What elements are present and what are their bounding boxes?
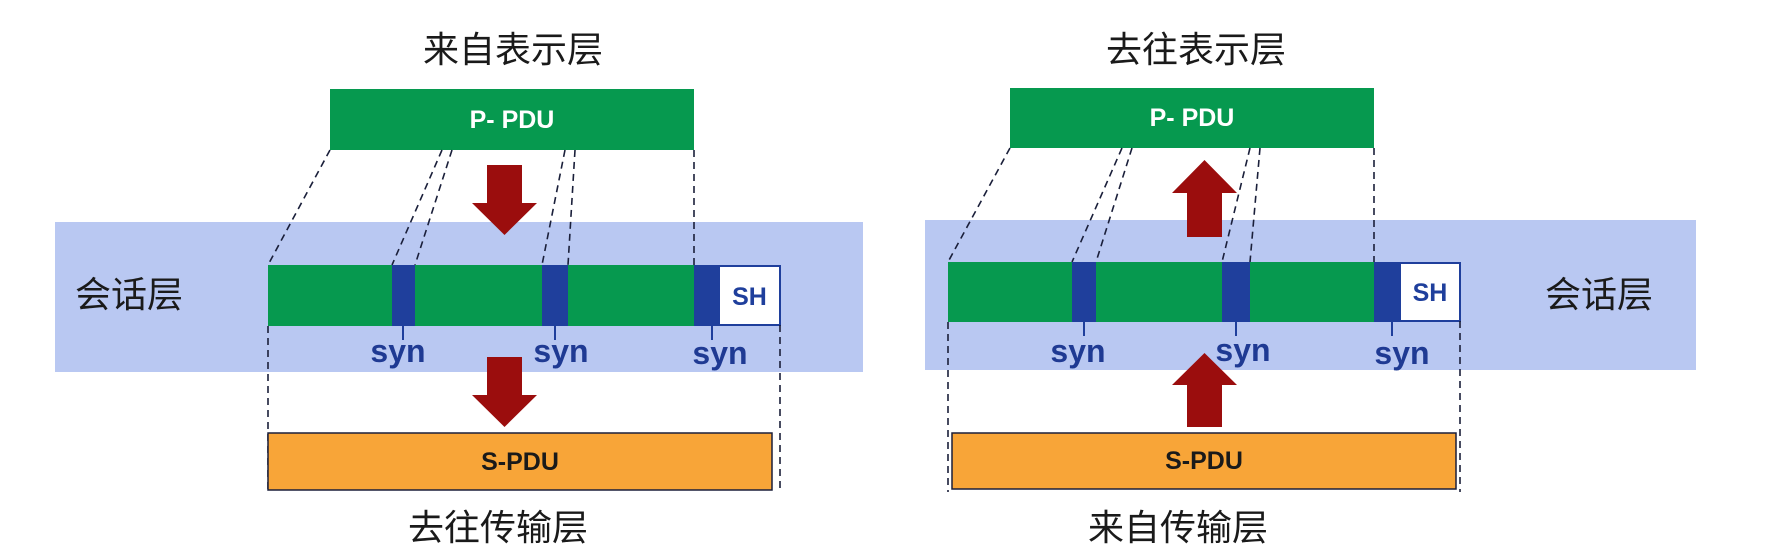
right-syn-label: syn — [1215, 332, 1270, 368]
left-syn-label: syn — [692, 335, 747, 371]
right-spdu-label: S-PDU — [1165, 447, 1243, 475]
right-map-line — [1095, 147, 1133, 263]
left-ppdu-box — [330, 89, 694, 150]
left-layer-label: 会话层 — [75, 275, 183, 316]
right-sync-point — [1222, 262, 1250, 322]
left-ppdu-label: P- PDU — [470, 106, 555, 134]
right-layer-label: 会话层 — [1545, 275, 1653, 316]
left-down-arrow-upper — [472, 165, 537, 235]
left-bottom-caption: 去往传输层 — [408, 508, 588, 549]
left-map-line — [414, 149, 453, 266]
right-data-segment — [1250, 262, 1374, 322]
left-sync-point — [542, 265, 568, 326]
right-ppdu-label: P- PDU — [1150, 104, 1235, 132]
right-sync-point — [1072, 262, 1096, 322]
left-data-segment — [568, 265, 694, 326]
right-sh-box — [1399, 262, 1461, 322]
left-map-line — [391, 149, 443, 266]
left-spdu-box — [267, 432, 773, 491]
right-syn-label: syn — [1050, 333, 1105, 369]
left-down-arrow-lower — [472, 357, 537, 427]
right-sh-label: SH — [1413, 279, 1448, 307]
left-syn-label: syn — [533, 333, 588, 369]
right-sync-point — [1374, 262, 1400, 322]
right-map-line — [947, 147, 1011, 263]
left-data-segment — [268, 265, 392, 326]
right-data-segment — [948, 262, 1072, 322]
left-sh-label: SH — [732, 283, 767, 311]
left-sync-point — [694, 265, 719, 326]
right-up-arrow-upper — [1172, 160, 1237, 237]
right-top-caption: 去往表示层 — [1106, 30, 1286, 71]
left-sync-point — [392, 265, 415, 326]
right-syn-label: syn — [1374, 335, 1429, 371]
left-top-caption: 来自表示层 — [423, 30, 603, 71]
right-data-segment — [1096, 262, 1222, 322]
left-map-line — [267, 149, 331, 266]
left-map-line — [541, 149, 566, 266]
left-map-line — [567, 149, 576, 266]
right-map-line — [1221, 147, 1251, 263]
left-sh-box — [718, 265, 781, 326]
right-spdu-box — [951, 432, 1457, 490]
right-map-line — [1071, 147, 1123, 263]
right-panel: 会话层 去往表示层 P- PDU SH syn syn syn — [925, 30, 1696, 549]
left-syn-label: syn — [370, 333, 425, 369]
right-up-arrow-lower — [1172, 353, 1237, 427]
left-data-segment — [415, 265, 542, 326]
left-spdu-label: S-PDU — [481, 448, 559, 476]
right-ppdu-box — [1010, 88, 1374, 148]
right-bottom-caption: 来自传输层 — [1088, 508, 1268, 549]
left-panel: 会话层 来自表示层 P- PDU SH syn syn syn — [55, 30, 863, 549]
